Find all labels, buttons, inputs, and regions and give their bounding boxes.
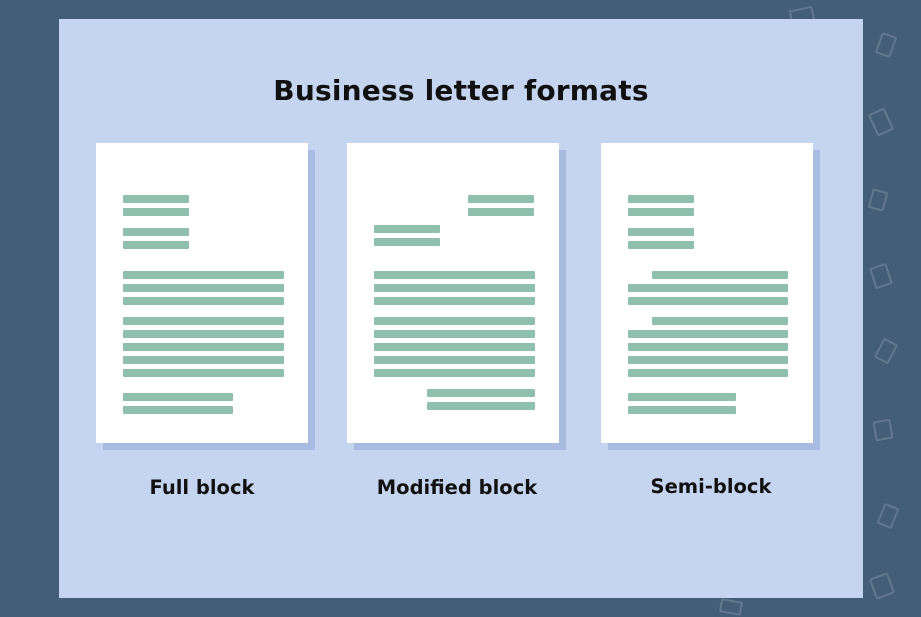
text-line [628, 343, 788, 351]
decorative-shape [718, 598, 744, 616]
full-block-letter-page [96, 143, 308, 443]
text-line [628, 284, 788, 292]
text-line [374, 317, 535, 325]
text-line [374, 330, 535, 338]
decorative-shape [868, 572, 896, 600]
text-line [652, 317, 788, 325]
text-line [628, 297, 788, 305]
full-block-caption: Full block [149, 476, 255, 499]
text-line [468, 208, 534, 216]
text-line [374, 356, 535, 364]
text-line [427, 402, 535, 410]
modified-block-caption: Modified block [376, 476, 538, 499]
text-line [628, 406, 736, 414]
text-line [374, 297, 535, 305]
decorative-shape [873, 337, 899, 365]
text-line [123, 317, 284, 325]
decorative-shape [872, 418, 894, 442]
diagram-title: Business letter formats [273, 74, 649, 107]
diagram-panel: Business letter formats Full block [59, 19, 863, 598]
text-line [123, 406, 233, 414]
text-line [123, 356, 284, 364]
decorative-shape [867, 107, 895, 137]
text-line [374, 271, 535, 279]
text-line [123, 208, 189, 216]
text-line [123, 369, 284, 377]
modified-block-letter-page [347, 143, 559, 443]
text-line [628, 330, 788, 338]
text-line [468, 195, 534, 203]
text-line [427, 389, 535, 397]
text-line [628, 228, 694, 236]
text-line [628, 208, 694, 216]
decorative-shape [869, 262, 893, 290]
text-line [652, 271, 788, 279]
text-line [374, 343, 535, 351]
text-line [628, 369, 788, 377]
decorative-shape [867, 188, 889, 212]
text-line [374, 369, 535, 377]
text-line [374, 225, 440, 233]
semi-block-letter-page [601, 143, 813, 443]
text-line [123, 343, 284, 351]
text-line [123, 393, 233, 401]
text-line [123, 297, 284, 305]
decorative-shape [876, 502, 900, 530]
text-line [123, 330, 284, 338]
text-line [374, 238, 440, 246]
text-line [123, 271, 284, 279]
text-line [374, 284, 535, 292]
text-line [628, 195, 694, 203]
text-line [628, 356, 788, 364]
semi-block-caption: Semi-block [650, 475, 772, 498]
text-line [628, 241, 694, 249]
text-line [628, 393, 736, 401]
decorative-shape [874, 31, 898, 59]
text-line [123, 284, 284, 292]
text-line [123, 195, 189, 203]
text-line [123, 228, 189, 236]
text-line [123, 241, 189, 249]
